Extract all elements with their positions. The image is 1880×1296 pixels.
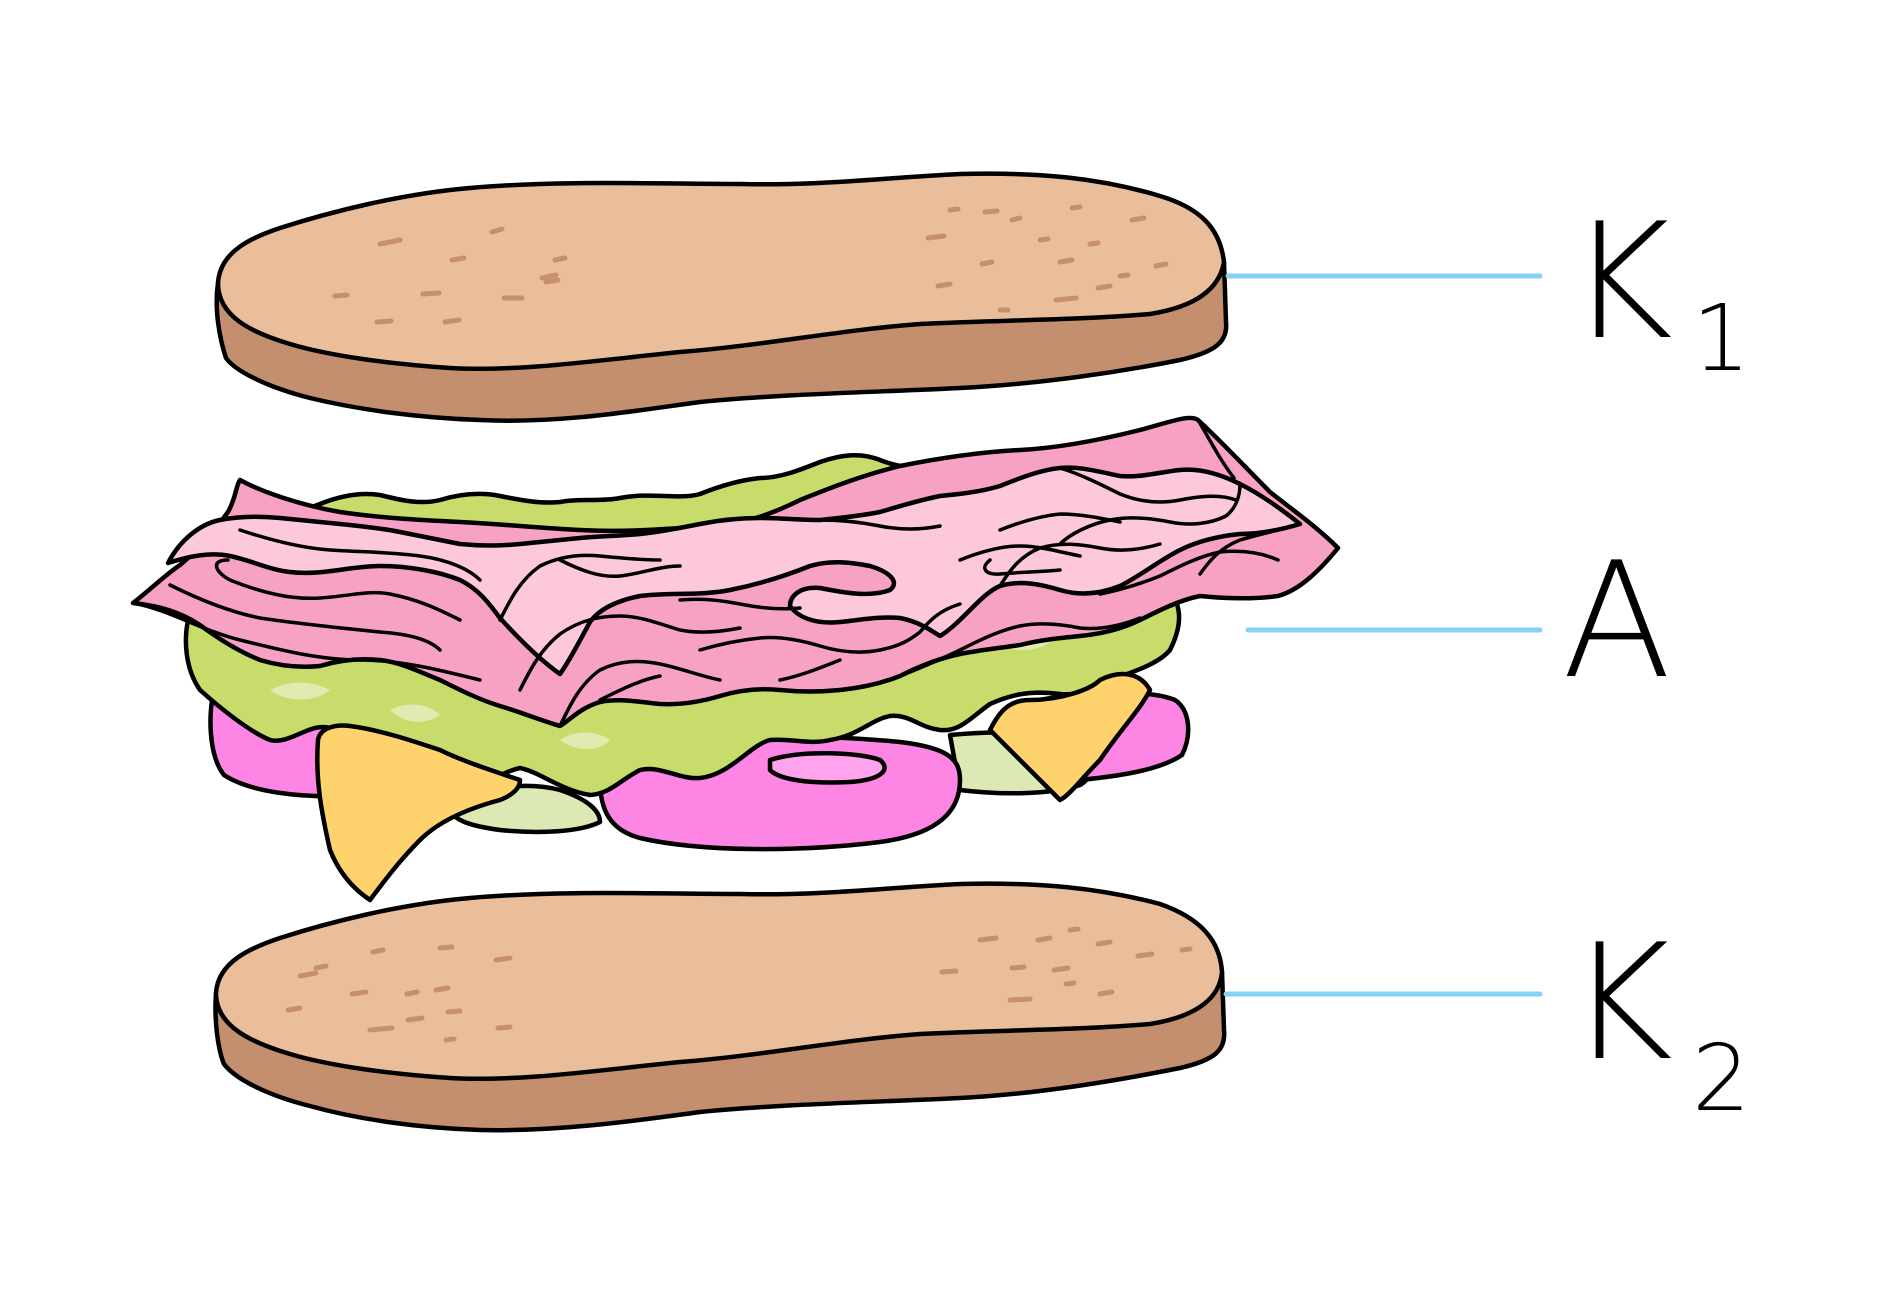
top-bread-speckles: [332, 204, 1169, 325]
label-middle: A: [1562, 527, 1671, 714]
top-bread-slice: [214, 171, 1229, 423]
cheese-slice-right: [987, 671, 1153, 803]
top-bread-surface: [215, 171, 1227, 372]
bottom-bread-speckles: [285, 926, 1193, 1043]
bottom-bread-slice: [213, 881, 1227, 1133]
label-top-subscript: 1: [1692, 285, 1751, 392]
cheese-slice-left: [315, 723, 523, 903]
bottom-bread-surface: [213, 881, 1225, 1082]
label-bottom: K 2: [1568, 909, 1751, 1132]
ham-slice-light-left: [165, 465, 1303, 677]
label-top: K 1: [1568, 188, 1751, 392]
ham-fold-lines: [131, 418, 1302, 728]
tomato-slice-center-highlight: [767, 750, 887, 785]
label-middle-letter: A: [1562, 527, 1671, 714]
sandwich-filling: [130, 415, 1341, 903]
label-bottom-letter: K: [1568, 909, 1673, 1096]
label-bottom-subscript: 2: [1692, 1025, 1751, 1132]
leader-lines: [1223, 273, 1543, 997]
label-top-letter: K: [1568, 188, 1673, 375]
